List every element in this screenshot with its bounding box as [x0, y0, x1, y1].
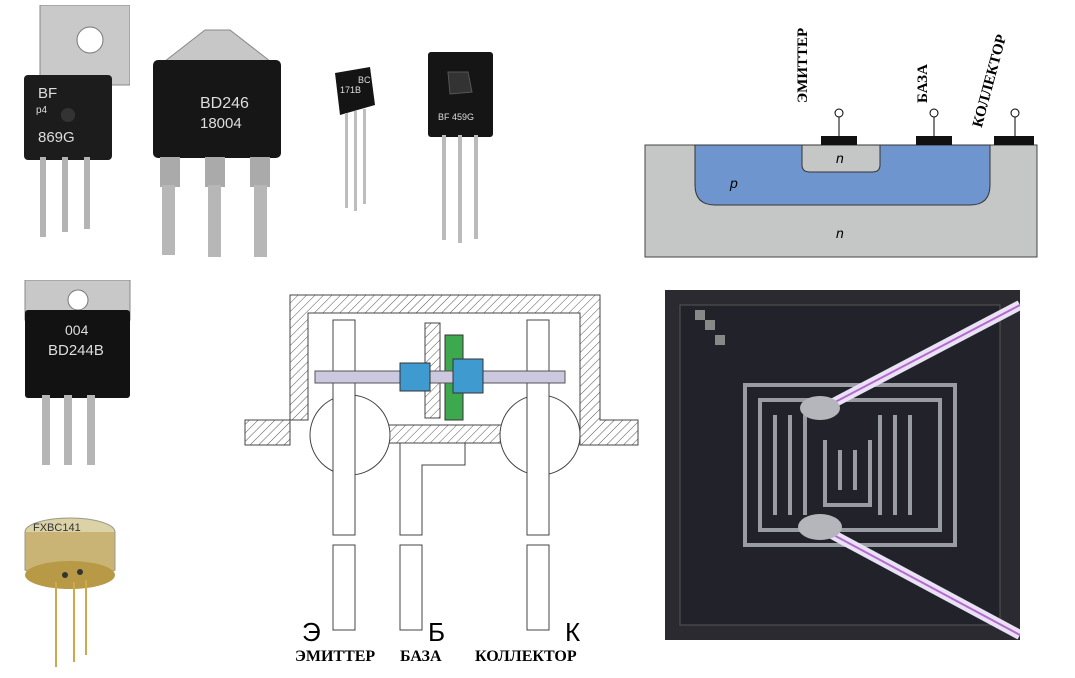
- transistor-marking-line-1: FXBC141: [33, 522, 81, 534]
- cross-section-label-base: БАЗА: [915, 64, 931, 103]
- transistor-photo-bd246: BD246 18004: [150, 25, 285, 260]
- pin-caption-emitter: ЭМИТТЕР: [295, 648, 376, 665]
- transistor-marking-line-1: BF: [38, 85, 58, 102]
- cross-section-region-n-emitter: n: [836, 150, 844, 166]
- transistor-photo-bc141: FXBC141: [15, 510, 125, 670]
- transistor-package-diagram: Э Б К ЭМИТТЕР БАЗА КОЛЛЕКТОР: [240, 285, 645, 675]
- transistor-marking-line-2: 18004: [200, 115, 242, 132]
- cross-section-label-emitter: ЭМИТТЕР: [795, 27, 811, 103]
- transistor-marking-line-1: BF 459G: [438, 112, 475, 122]
- cross-section-region-n-substrate: n: [836, 225, 844, 241]
- pin-label-collector: К: [565, 617, 581, 647]
- cross-section-region-p: p: [730, 175, 738, 191]
- transistor-cross-section: ЭМИТТЕР БАЗА КОЛЛЕКТОР n p n: [640, 5, 1040, 260]
- pin-label-emitter: Э: [302, 617, 321, 647]
- transistor-photo-bc171: BC 171B: [330, 65, 380, 215]
- transistor-die-photo: [665, 290, 1020, 640]
- pin-caption-base: БАЗА: [400, 648, 442, 665]
- pin-label-base: Б: [428, 617, 446, 647]
- transistor-marking-line-1: BC: [358, 75, 371, 85]
- transistor-marking-line-2: BD244B: [48, 342, 104, 359]
- transistor-marking-line-3: 869G: [38, 129, 75, 146]
- transistor-marking-line-2: p4: [36, 105, 48, 116]
- transistor-marking-line-1: 004: [65, 322, 89, 338]
- transistor-photo-bf869: BF p4 869G: [10, 5, 130, 240]
- transistor-photo-bf459: BF 459G: [420, 50, 500, 245]
- transistor-marking-line-2: 171B: [340, 85, 362, 95]
- pin-caption-collector: КОЛЛЕКТОР: [475, 648, 577, 665]
- transistor-marking-line-1: BD246: [200, 95, 249, 112]
- transistor-photo-bd244b: 004 BD244B: [20, 280, 135, 470]
